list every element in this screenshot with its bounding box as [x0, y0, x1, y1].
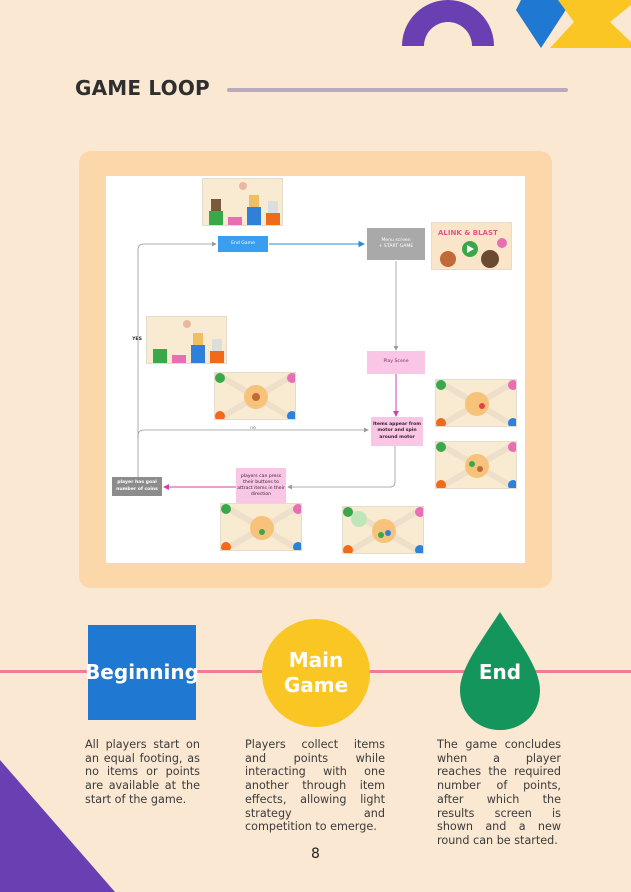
main-game-description: Players collect items and points while i… [245, 738, 385, 834]
gameplay-screenshot-5 [342, 506, 424, 554]
results-screenshot-middle [146, 316, 227, 364]
no-label: no [250, 426, 256, 432]
end-label: End [478, 660, 522, 684]
end-game-node: End Game [218, 236, 268, 252]
end-description: The game concludes when a player reaches… [437, 738, 561, 847]
items-appear-node: Items appear from motor and spin around … [371, 417, 423, 446]
gameplay-screenshot-2 [435, 379, 517, 427]
page-number: 8 [311, 846, 320, 862]
beginning-label: Beginning [85, 660, 199, 684]
flowchart-arrows [137, 240, 399, 490]
gameplay-screenshot-1 [214, 372, 296, 420]
player-goal-node: player has goal number of coins [112, 477, 162, 496]
arrow-no-loop [137, 427, 369, 438]
yellow-hourglass-shape [550, 0, 631, 48]
title-screenshot: ALINK & BLAST [431, 222, 512, 270]
arrow-goal-to-endgame [137, 241, 217, 478]
main-game-circle-shape [262, 619, 370, 727]
decorative-shapes [402, 0, 631, 48]
beginning-square-shape [88, 625, 196, 720]
blue-diamond-shape [516, 0, 567, 48]
main-game-label: Main Game [283, 648, 349, 697]
beginning-description: All players start on an equal footing, a… [85, 738, 200, 806]
page-title: GAME LOOP [75, 76, 210, 100]
purple-arch-shape [402, 0, 494, 46]
gameplay-screenshot-3 [435, 441, 517, 489]
play-scene-node: Play Scene [367, 351, 425, 374]
purple-corner-triangle [0, 760, 115, 892]
gameplay-screenshot-4 [220, 503, 302, 551]
arrow-items-to-press [287, 446, 396, 490]
menu-screen-node: Menu screen + START GAME [367, 228, 425, 260]
end-drop-shape [460, 612, 540, 730]
title-rule [227, 88, 568, 92]
results-screenshot-top [202, 178, 283, 226]
players-press-node: players can press their buttons to attra… [236, 468, 286, 504]
yes-label: YES [132, 336, 142, 342]
title-logo-text: ALINK & BLAST [438, 229, 498, 237]
flowchart-board: End Game Menu screen + START GAME YES no… [106, 176, 525, 563]
